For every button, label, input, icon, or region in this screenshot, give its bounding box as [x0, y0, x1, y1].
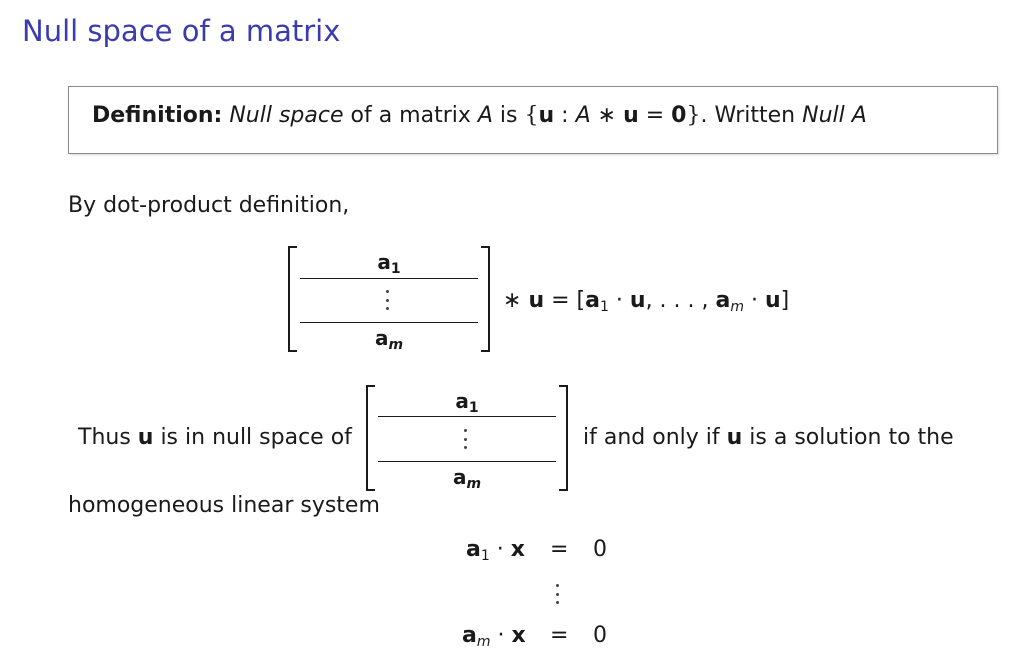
- matrix-row-am: am: [288, 326, 490, 353]
- subscript: 1: [480, 548, 490, 564]
- matrix-row-a1: a1: [288, 250, 490, 277]
- vector-u: u: [137, 425, 154, 450]
- set-brace: }: [686, 103, 701, 128]
- matrix-symbol: A: [477, 103, 493, 128]
- row-symbol: a: [374, 326, 389, 350]
- left-bracket: [366, 385, 375, 491]
- dot-operator: ·: [490, 623, 512, 648]
- vector-a1: a: [466, 537, 481, 562]
- ellipsis: , . . . ,: [645, 288, 716, 313]
- vector-u: u: [629, 288, 646, 313]
- equation-1-lhs: a1 · x: [466, 537, 525, 564]
- row-divider: [300, 322, 478, 323]
- right-bracket: [559, 385, 568, 491]
- bracket-close: ]: [780, 288, 790, 313]
- page-title: Null space of a matrix: [22, 14, 341, 48]
- row-subscript: m: [388, 337, 404, 353]
- right-bracket: [481, 246, 490, 352]
- row-subscript: 1: [390, 261, 401, 277]
- vertical-dots: [386, 290, 390, 310]
- homogeneous-text: homogeneous linear system: [68, 493, 380, 518]
- subscript: 1: [599, 299, 609, 315]
- definition-term: Null space: [229, 103, 344, 128]
- vector-u: u: [623, 103, 639, 128]
- intro-text: By dot-product definition,: [68, 193, 350, 218]
- text-part: Thus: [78, 425, 138, 450]
- thus-text: Thus u is in null space of: [78, 425, 352, 450]
- vector-am: a: [715, 288, 731, 313]
- text-part: is in null space of: [153, 425, 352, 450]
- equals-sign: =: [638, 103, 672, 128]
- equation-1-equals: =: [550, 537, 569, 562]
- row-symbol: a: [455, 389, 469, 413]
- row-divider: [300, 278, 478, 279]
- row-symbol: a: [452, 465, 467, 489]
- text-part: if and only if: [583, 425, 727, 450]
- definition-box: [68, 86, 998, 154]
- row-subscript: 1: [468, 400, 479, 416]
- row-symbol: a: [377, 250, 391, 274]
- left-bracket: [288, 246, 297, 352]
- dot-operator: ·: [489, 537, 511, 562]
- row-subscript: m: [466, 476, 482, 492]
- vertical-dots: [464, 429, 468, 449]
- vector-am: a: [462, 623, 477, 648]
- equation-m-equals: =: [550, 623, 569, 648]
- set-brace: {: [524, 103, 539, 128]
- text-part: is a solution to the: [742, 425, 954, 450]
- vector-u: u: [528, 288, 545, 313]
- matrix-symbol: A: [575, 103, 591, 128]
- product-expression: ∗ u = [a1 · u, . . . , am · u]: [503, 288, 790, 315]
- dot-operator: ·: [744, 288, 765, 313]
- vector-u: u: [764, 288, 781, 313]
- definition-text-part: . Written: [700, 103, 803, 128]
- definition-label: Definition:: [92, 103, 223, 128]
- definition-text: Definition: Null space of a matrix A is …: [92, 103, 867, 128]
- set-colon: :: [554, 103, 576, 128]
- vertical-dots: [556, 584, 560, 604]
- equals-sign: = [: [544, 288, 586, 313]
- vector-u: u: [726, 425, 743, 450]
- zero-vector: 0: [671, 103, 687, 128]
- row-divider: [378, 416, 556, 417]
- null-a-notation: Null A: [802, 103, 867, 128]
- subscript: m: [476, 634, 491, 650]
- star-operator: ∗: [503, 288, 529, 313]
- vector-x: x: [510, 537, 525, 562]
- iff-text: if and only if u is a solution to the: [583, 425, 954, 450]
- vector-x: x: [511, 623, 526, 648]
- definition-text-part: is: [492, 103, 525, 128]
- subscript: m: [730, 299, 744, 315]
- row-divider: [378, 461, 556, 462]
- vector-a1: a: [585, 288, 600, 313]
- equation-m-lhs: am · x: [462, 623, 526, 650]
- row-matrix-1: a1 am: [288, 246, 490, 352]
- equation-1-rhs: 0: [593, 537, 607, 562]
- matrix-row-a1: a1: [366, 389, 568, 416]
- star-operator: ∗: [590, 103, 624, 128]
- dot-operator: ·: [608, 288, 630, 313]
- vector-u: u: [538, 103, 555, 128]
- definition-text-part: of a matrix: [343, 103, 478, 128]
- matrix-row-am: am: [366, 465, 568, 492]
- equation-m-rhs: 0: [593, 623, 607, 648]
- row-matrix-2: a1 am: [366, 385, 568, 491]
